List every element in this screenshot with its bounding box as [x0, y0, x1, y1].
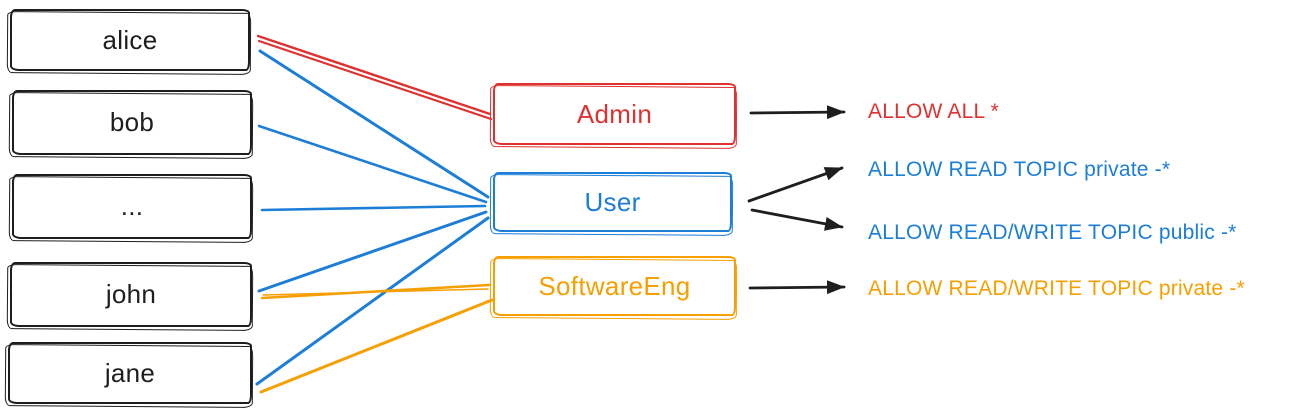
user-box-jane: jane [8, 342, 252, 404]
edge-alice-admin [256, 34, 492, 116]
user-box-bob: bob [12, 90, 252, 155]
permission-label-readwrite-topic-public: ALLOW READ/WRITE TOPIC public -* [868, 221, 1237, 244]
edge-john-user [257, 210, 488, 293]
user-box-ellipsis: ... [12, 174, 252, 239]
role-label: SoftwareEng [538, 270, 691, 301]
arrow-admin-allow-all [749, 105, 846, 120]
arrow-user-readwrite-public [750, 208, 844, 231]
role-box-softwareeng: SoftwareEng [493, 256, 736, 316]
edge-ellipsis-user [260, 204, 487, 212]
edge-alice-admin-sketch [257, 39, 493, 121]
role-box-admin: Admin [493, 83, 736, 145]
role-label: User [584, 186, 641, 217]
edge-bob-user [257, 124, 488, 204]
user-box-alice: alice [10, 9, 250, 71]
permission-label-read-topic-private: ALLOW READ TOPIC private -* [868, 158, 1171, 181]
arrow-softwareeng-readwrite-private [748, 280, 846, 295]
permission-label-readwrite-topic-private: ALLOW READ/WRITE TOPIC private -* [868, 277, 1245, 300]
edge-john-softwareeng-sketch [262, 288, 489, 296]
user-label: john [105, 279, 157, 309]
edge-jane-softwareeng [259, 298, 494, 394]
user-box-john: john [10, 262, 252, 327]
edge-alice-user [258, 49, 490, 199]
user-label: jane [104, 357, 156, 388]
user-label: alice [102, 24, 158, 55]
arrow-user-read-private [747, 166, 844, 203]
user-label: ... [120, 191, 144, 221]
role-box-user: User [493, 172, 732, 232]
role-label: Admin [576, 98, 653, 129]
permission-label-allow-all: ALLOW ALL * [868, 100, 999, 123]
user-label: bob [109, 107, 155, 137]
edge-jane-user [255, 216, 490, 386]
